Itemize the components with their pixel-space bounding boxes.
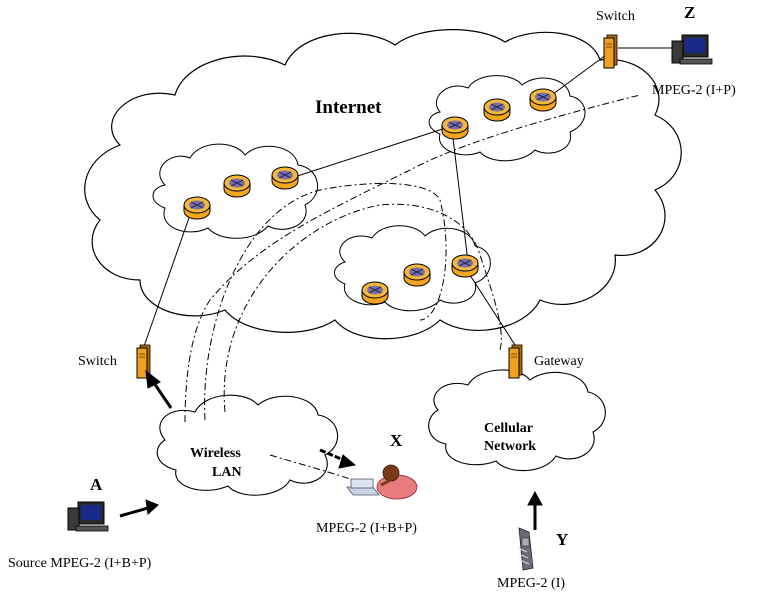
mobile-phone-icon xyxy=(517,527,534,571)
cellular-network-cloud xyxy=(428,369,606,472)
cellular-network-label-line1: Cellular xyxy=(484,421,533,436)
node-a-label: A xyxy=(90,475,103,494)
gateway-icon xyxy=(508,344,523,379)
mpeg-y-label: MPEG-2 (I) xyxy=(497,576,565,591)
node-z-label: Z xyxy=(684,3,695,22)
switch-label-left: Switch xyxy=(78,354,117,369)
wireless-lan-cloud xyxy=(156,394,339,496)
switch-icon xyxy=(603,34,618,69)
node-y-label: Y xyxy=(556,530,568,549)
switch-label-top: Switch xyxy=(596,9,635,24)
desktop-computer-icon xyxy=(67,501,109,532)
internet-label: Internet xyxy=(315,97,382,118)
source-a-label: Source MPEG-2 (I+B+P) xyxy=(8,556,152,571)
flow-arrows xyxy=(119,369,543,530)
wireless-lan-label-line1: Wireless xyxy=(190,446,241,461)
gateway-label: Gateway xyxy=(534,354,584,369)
mpeg-z-label: MPEG-2 (I+P) xyxy=(652,83,736,98)
solid-links xyxy=(141,47,672,353)
wireless-lan-label-line2: LAN xyxy=(212,465,242,480)
cellular-network-label-line2: Network xyxy=(484,439,536,454)
node-x-label: X xyxy=(390,431,403,450)
desktop-computer-icon xyxy=(671,34,713,65)
laptop-user-icon xyxy=(346,464,418,500)
mpeg-x-label: MPEG-2 (I+B+P) xyxy=(316,521,417,536)
